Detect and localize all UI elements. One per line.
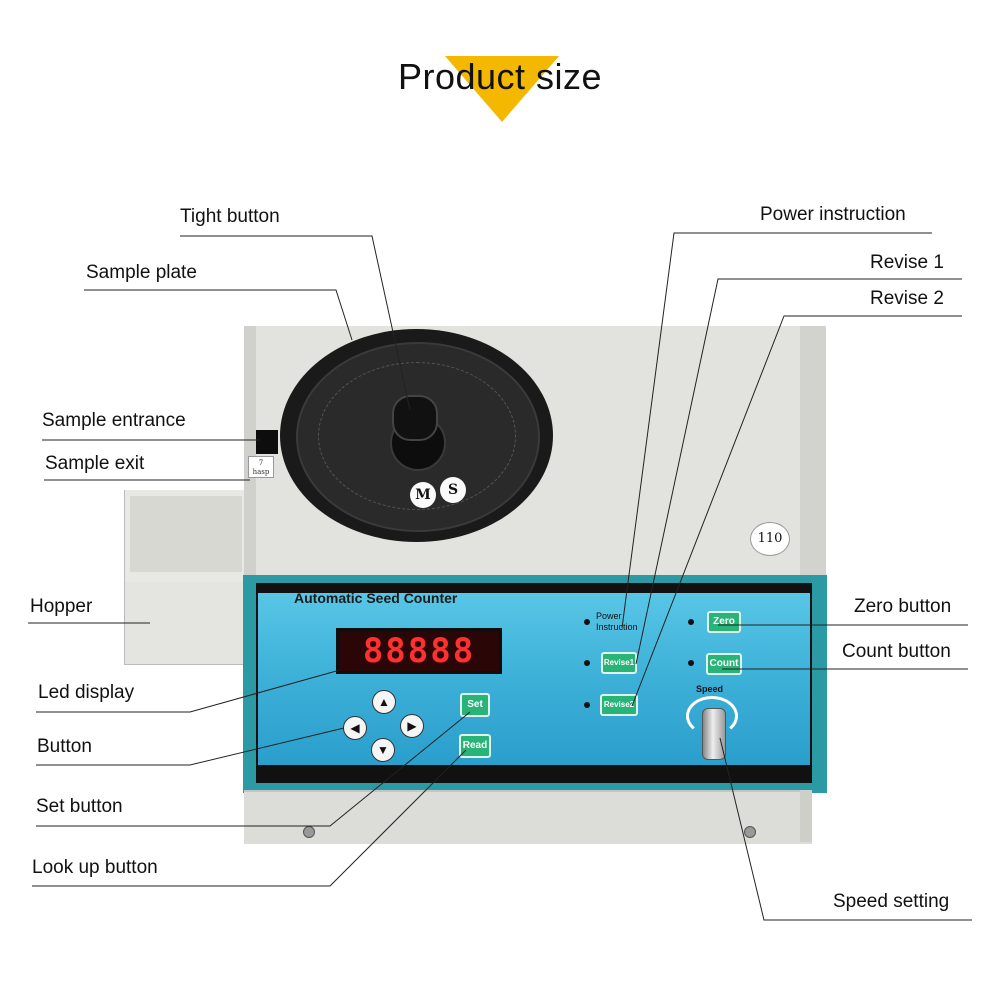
device-base: [244, 790, 812, 844]
revise2-button[interactable]: Revise2: [600, 694, 638, 716]
label-revise-1: Revise 1: [870, 252, 944, 273]
screw-icon: [744, 826, 756, 838]
line-sample-plate: [84, 289, 353, 341]
ms-sticker-m: M: [410, 482, 436, 508]
label-sample-plate: Sample plate: [86, 262, 197, 283]
zero-indicator-dot: [688, 619, 694, 625]
speed-label: Speed: [696, 684, 724, 694]
led-display: 88888: [336, 628, 502, 674]
label-sample-entrance: Sample entrance: [42, 410, 186, 431]
arrow-left-button[interactable]: ◀: [343, 716, 367, 740]
label-revise-2: Revise 2: [870, 288, 944, 309]
line-revise-1: [635, 278, 962, 665]
power-instruction-label: Power Instruction: [596, 611, 638, 633]
panel-title: Automatic Seed Counter: [294, 590, 458, 606]
revise1-button[interactable]: Revise1: [601, 652, 637, 674]
ms-sticker-s: S: [440, 477, 466, 503]
label-led-display: Led display: [38, 682, 135, 703]
revise2-indicator-dot: [584, 702, 590, 708]
label-look-up-button: Look up button: [32, 857, 158, 878]
line-tight-button: [180, 235, 411, 411]
speed-knob[interactable]: [702, 708, 726, 760]
power-indicator-dot: [584, 619, 590, 625]
line-led-display: [36, 669, 341, 713]
label-sample-exit: Sample exit: [45, 453, 145, 474]
label-power-instruction: Power instruction: [760, 204, 906, 225]
sample-entrance-port: [256, 430, 278, 454]
device-left-edge: [244, 326, 256, 578]
line-revise-2: [631, 315, 962, 707]
arrow-right-button[interactable]: ▶: [400, 714, 424, 738]
page-title: Product size: [397, 56, 603, 97]
header-accent-triangle: [445, 56, 559, 122]
hasp-word: hasp: [252, 468, 270, 476]
label-tight-button: Tight button: [180, 206, 280, 227]
revise1-indicator-dot: [584, 660, 590, 666]
set-button[interactable]: Set: [460, 693, 490, 717]
label-button: Button: [37, 736, 92, 757]
label-set-button: Set button: [36, 796, 123, 817]
label-speed-setting: Speed setting: [833, 891, 950, 912]
line-power-instruction: [621, 232, 932, 629]
count-indicator-dot: [688, 660, 694, 666]
read-button[interactable]: Read: [459, 734, 491, 758]
hasp-number: 7: [258, 459, 264, 467]
line-look-up-button: [32, 749, 467, 887]
label-hopper: Hopper: [30, 596, 93, 617]
hopper-interior: [130, 496, 242, 572]
tight-button[interactable]: [392, 395, 438, 441]
instruction-word: Instruction: [596, 622, 638, 632]
line-set-button: [36, 711, 471, 827]
speed-dial-arc: [686, 696, 738, 736]
power-word: Power: [596, 611, 622, 621]
line-button: [36, 727, 345, 766]
label-zero-button: Zero button: [854, 596, 952, 617]
sample-plate-ring: [318, 362, 516, 510]
label-count-button: Count button: [842, 641, 951, 662]
zero-button[interactable]: Zero: [707, 611, 741, 633]
arrow-up-button[interactable]: ▲: [372, 690, 396, 714]
device-base-side: [800, 790, 812, 842]
model-sticker: 110: [750, 522, 790, 556]
device-right-side: [800, 326, 826, 578]
arrow-down-button[interactable]: ▼: [371, 738, 395, 762]
line-speed-setting: [719, 737, 972, 921]
hasp-label: 7 hasp: [248, 456, 274, 478]
